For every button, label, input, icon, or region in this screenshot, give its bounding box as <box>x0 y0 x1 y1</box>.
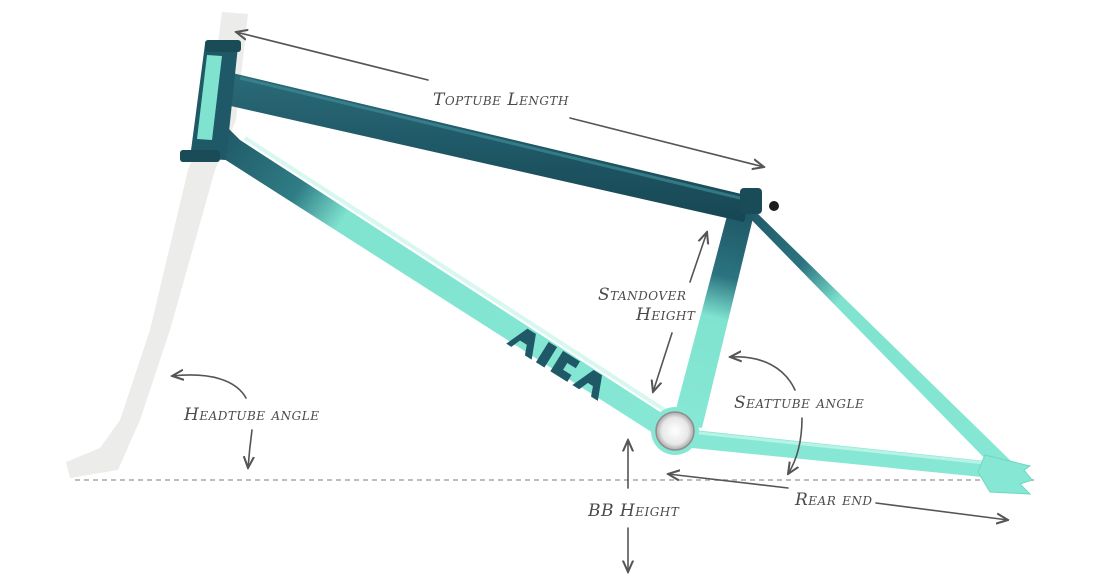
headtube-angle-label: Headtube angle <box>183 405 319 425</box>
headtube-angle-arrow-down <box>248 429 252 468</box>
chainstay-highlight <box>689 430 986 465</box>
bottom-bracket <box>655 411 695 451</box>
seat-clamp <box>740 188 762 214</box>
toptube-length-arrow-right <box>569 117 764 167</box>
rear-dropout <box>977 454 1033 495</box>
standover-height-label-line1: Standover <box>598 285 686 305</box>
seattube <box>672 212 754 428</box>
headtube-bottom-cup <box>180 150 220 162</box>
standover-arrow-down <box>653 332 673 392</box>
seattube-angle-arrow-curve <box>730 357 796 391</box>
toptube-length-arrow-left <box>236 32 429 81</box>
standover-arrow-up <box>689 232 707 283</box>
chainstay <box>672 428 995 478</box>
headtube-angle-arrow-curve <box>172 375 247 399</box>
bb-height-label: BB Height <box>587 501 680 521</box>
rear-end-label: Rear end <box>794 490 873 510</box>
seattube-angle-arrow-down <box>788 417 803 474</box>
seatstay <box>738 206 1012 472</box>
standover-height-label-line2: Height <box>635 305 696 325</box>
headtube-top-cup <box>205 40 241 52</box>
rear-end-arrow-left <box>668 474 789 489</box>
toptube-highlight <box>239 76 741 200</box>
downtube-highlight <box>243 136 682 422</box>
toptube <box>222 72 750 222</box>
seat-clamp-bolt <box>769 201 779 211</box>
rear-end-arrow-right <box>875 502 1008 520</box>
seattube-angle-label: Seattube angle <box>734 393 864 413</box>
toptube-length-label: Toptube Length <box>433 90 569 110</box>
headtube-mint-panel <box>197 55 222 140</box>
